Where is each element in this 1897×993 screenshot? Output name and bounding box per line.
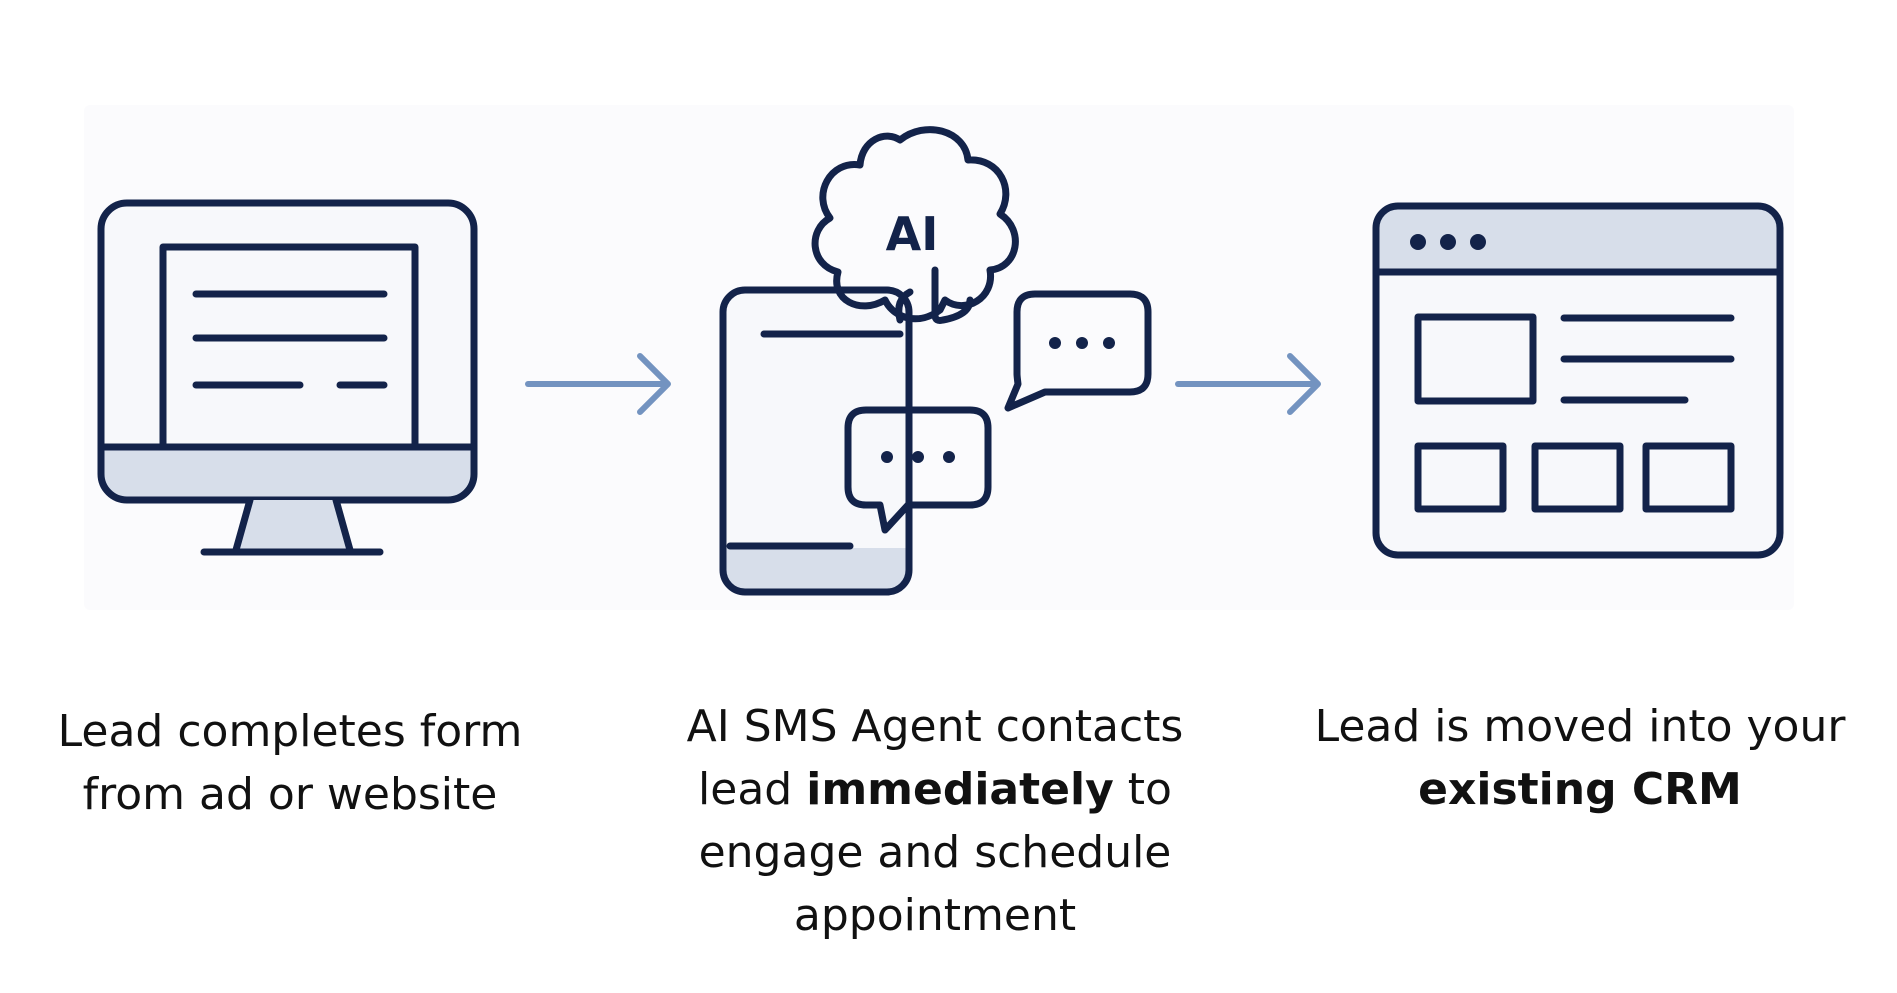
ai-label: AI (886, 207, 939, 261)
step-1-caption: Lead completes form from ad or website (40, 700, 540, 826)
arrow-right-icon (1175, 353, 1321, 415)
caption-line: appointment (793, 890, 1077, 941)
chat-bubble-icon (844, 406, 992, 534)
step-2-caption: AI SMS Agent contacts lead immediately t… (660, 695, 1210, 947)
caption-text: lead (698, 764, 807, 815)
caption-line: AI SMS Agent contacts (686, 701, 1184, 752)
arrow-right-icon (525, 353, 671, 415)
caption-emphasis: existing CRM (1418, 764, 1742, 815)
ai-brain-icon: AI (811, 126, 1019, 324)
ai-phone-chat-icon: AI (719, 126, 1152, 596)
desktop-form-icon (97, 199, 478, 556)
caption-line: existing CRM (1300, 758, 1860, 821)
step-3-caption: Lead is moved into your existing CRM (1300, 695, 1860, 821)
caption-text: to (1113, 764, 1172, 815)
caption-line: from ad or website (82, 769, 498, 820)
caption-line: Lead is moved into your (1314, 701, 1846, 752)
caption-line: engage and schedule (698, 827, 1172, 878)
caption-line: lead immediately to (660, 758, 1210, 821)
caption-emphasis: immediately (806, 764, 1114, 815)
caption-line: Lead completes form (57, 706, 523, 757)
crm-browser-icon (1372, 202, 1784, 559)
chat-bubble-icon (1004, 290, 1152, 412)
